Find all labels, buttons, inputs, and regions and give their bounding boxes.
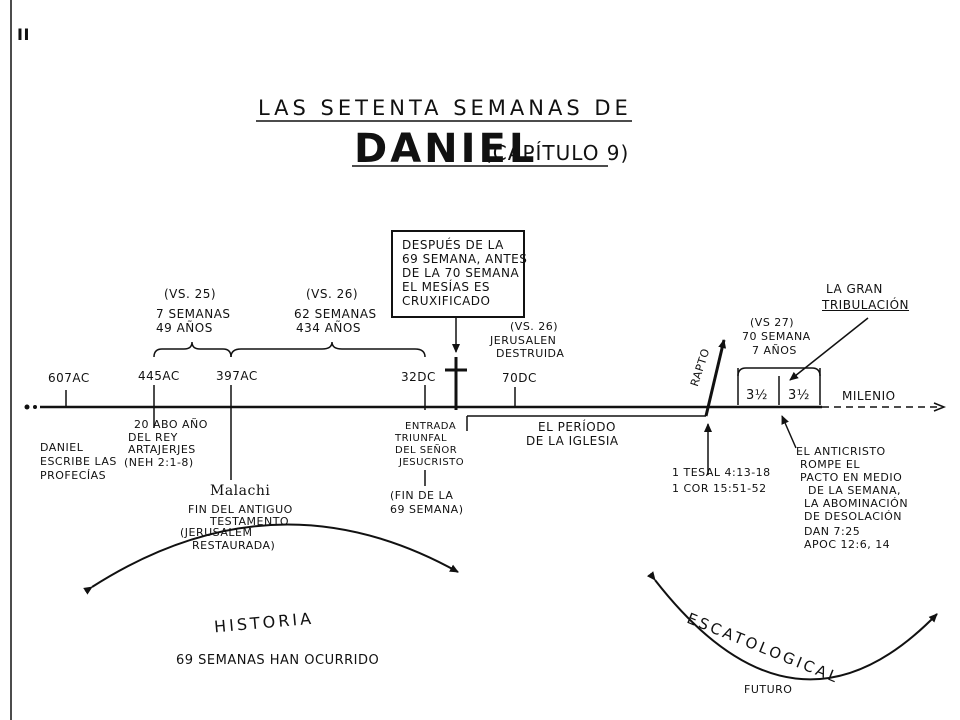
entrada-label: TRIUNFAL xyxy=(395,433,448,444)
vs25-semanas: 7 SEMANAS xyxy=(156,307,231,321)
historia-arc xyxy=(83,523,459,595)
tribulacion-line2: TRIBULACIÓN xyxy=(822,298,910,312)
entrada-label: JESUCRISTO xyxy=(399,457,465,468)
fin69-label: 69 SEMANA) xyxy=(390,503,464,516)
entrada-label: DEL SEÑOR xyxy=(395,445,458,456)
anticristo-line: DE DESOLACIÓN xyxy=(804,510,903,523)
vs26-anos: 434 AÑOS xyxy=(296,321,361,335)
anticristo-line: PACTO EN MEDIO xyxy=(800,471,903,484)
malachi-label: FIN DEL ANTIGUO xyxy=(188,503,293,516)
daniel-label: DANIEL xyxy=(40,441,84,454)
tesal-ref: 1 TESAL 4:13-18 xyxy=(672,466,771,479)
jerusalen-ref: (VS. 26) xyxy=(510,320,559,333)
brace-70-semana xyxy=(737,367,821,377)
jerusalem-label: (JERUSALEM xyxy=(180,526,253,539)
date-397: 397AC xyxy=(216,369,258,383)
vs25-ref: (VS. 25) xyxy=(164,287,217,301)
daniel-label: PROFECÍAS xyxy=(40,469,107,482)
box-line: EL MESÍAS ES xyxy=(402,280,491,294)
vs26-semanas: 62 SEMANAS xyxy=(294,307,377,321)
malachi-name: Malachi xyxy=(210,483,271,499)
vs27-anos: 7 AÑOS xyxy=(752,344,797,357)
destruida-label: DESTRUIDA xyxy=(496,347,565,360)
tribulacion-line1: LA GRAN xyxy=(826,282,883,296)
date-445: 445AC xyxy=(138,369,180,383)
anticristo-ref: DAN 7:25 xyxy=(804,525,861,538)
milenio-arrowhead xyxy=(933,402,947,412)
half-week-1: 3½ xyxy=(746,388,768,403)
vs25-anos: 49 AÑOS xyxy=(156,321,213,335)
jerusalen-label: JERUSALEN xyxy=(490,334,557,347)
artajerjes-label: DEL REY xyxy=(128,431,178,444)
date-607: 607AC xyxy=(48,371,90,385)
page-title: LAS SETENTA SEMANAS DE xyxy=(258,96,632,120)
box-line: CRUXIFICADO xyxy=(402,294,491,308)
vs27-semana: 70 SEMANA xyxy=(742,330,811,343)
anticristo-line: ROMPE EL xyxy=(800,458,860,471)
corner-mark: II xyxy=(17,25,30,44)
anticristo-ref: APOC 12:6, 14 xyxy=(804,538,891,551)
timeline-start-dot xyxy=(33,405,37,409)
iglesia-line2: DE LA IGLESIA xyxy=(526,434,619,448)
title-chapter: (CAPÍTULO 9) xyxy=(484,141,630,165)
timeline-start-dot xyxy=(24,404,30,410)
iglesia-line1: EL PERÍODO xyxy=(538,420,616,434)
daniel-label: ESCRIBE LAS xyxy=(40,455,117,468)
tribulacion-arrow xyxy=(789,317,869,381)
box-line: DESPUÉS DE LA xyxy=(402,238,504,252)
fin69-label: (FIN DE LA xyxy=(390,489,454,502)
half-week-2: 3½ xyxy=(788,388,810,403)
historia-caption: 69 SEMANAS HAN OCURRIDO xyxy=(176,653,380,668)
entrada-label: ENTRADA xyxy=(405,421,457,432)
artajerjes-label: 20 ABO AÑO xyxy=(134,418,208,431)
futuro-caption: FUTURO xyxy=(744,683,793,696)
artajerjes-label: (NEH 2:1-8) xyxy=(124,456,194,469)
cor-ref: 1 COR 15:51-52 xyxy=(672,482,767,495)
anticristo-line: EL ANTICRISTO xyxy=(796,445,886,458)
rapto-arrow xyxy=(704,339,727,417)
vs27-ref: (VS 27) xyxy=(750,316,795,329)
brace-62-semanas xyxy=(230,341,426,358)
brace-7-semanas xyxy=(153,341,232,358)
vs26-ref: (VS. 26) xyxy=(306,287,359,301)
box-line: DE LA 70 SEMANA xyxy=(402,266,520,280)
artajerjes-label: ARTAJERJES xyxy=(128,443,196,456)
escatological-arc xyxy=(646,571,938,681)
date-32: 32DC xyxy=(401,370,436,384)
anticristo-line: DE LA SEMANA, xyxy=(808,484,902,497)
anticristo-arrow xyxy=(781,415,797,449)
malachi-label: TESTAMENTO xyxy=(210,515,290,528)
date-70: 70DC xyxy=(502,371,537,385)
box-line: 69 SEMANA, ANTES xyxy=(402,252,528,266)
title-daniel: DANIEL xyxy=(354,126,538,172)
messiah-box: DESPUÉS DE LA 69 SEMANA, ANTES DE LA 70 … xyxy=(391,230,528,318)
milenio-label: MILENIO xyxy=(842,389,896,403)
jerusalem-label: RESTAURADA) xyxy=(192,539,276,552)
anticristo-line: LA ABOMINACIÓN xyxy=(804,497,909,510)
